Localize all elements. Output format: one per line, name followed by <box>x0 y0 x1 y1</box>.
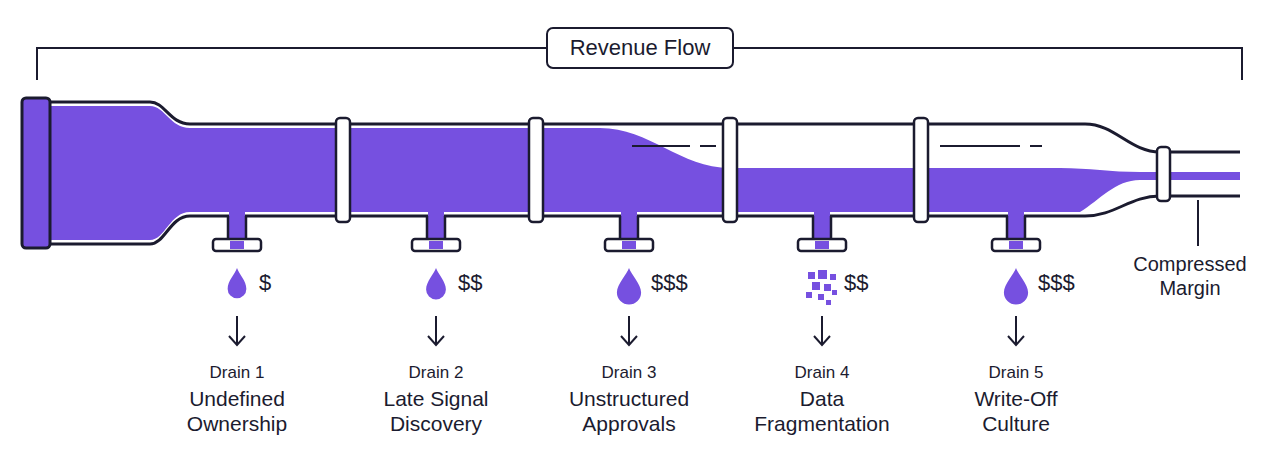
pipe-collar <box>336 118 350 222</box>
data-fragment <box>826 300 831 305</box>
drain-name: Undefined Ownership <box>162 386 312 436</box>
drain-number: Drain 2 <box>409 363 464 383</box>
money-drop <box>228 268 247 298</box>
data-fragment <box>806 292 812 298</box>
data-fragment <box>808 272 815 279</box>
drain-flange <box>992 239 1040 251</box>
pipe-highlight <box>632 145 690 147</box>
leader-line <box>1197 200 1199 246</box>
drain-flange <box>213 239 261 251</box>
drain-number: Drain 4 <box>795 363 850 383</box>
data-fragment <box>830 274 836 280</box>
drain-fluid <box>229 210 245 250</box>
down-arrow <box>814 316 830 345</box>
drain-fluid <box>622 241 636 249</box>
data-fragment <box>832 290 837 295</box>
down-arrow <box>428 316 444 345</box>
pipe-highlight <box>700 145 716 147</box>
money-drop <box>617 268 641 304</box>
drain-name: Late Signal Discovery <box>361 386 511 436</box>
pipe-highlight <box>940 145 1020 147</box>
drain-fluid <box>230 241 244 249</box>
loss-amount: $$$ <box>651 270 688 296</box>
drain-fluid <box>814 210 830 250</box>
down-arrow <box>621 316 637 345</box>
drain-number: Drain 3 <box>602 363 657 383</box>
drain-fluid <box>621 210 637 250</box>
loss-amount: $$ <box>458 270 482 296</box>
drain-stub <box>228 216 246 240</box>
drain-name: Write-Off Culture <box>941 386 1091 436</box>
data-fragment <box>812 282 820 290</box>
drain-fluid <box>1008 210 1024 250</box>
drain-stub <box>1007 216 1025 240</box>
money-drop <box>426 268 446 300</box>
pipe-highlight <box>1222 167 1230 169</box>
drain-name: Unstructured Approvals <box>554 386 704 436</box>
data-fragment <box>818 270 827 279</box>
data-fragment <box>824 284 831 291</box>
drain-fluid <box>428 210 444 250</box>
pipe-collar <box>723 118 737 222</box>
drain-number: Drain 1 <box>210 363 265 383</box>
diagram-title: Revenue Flow <box>546 27 735 69</box>
drain-flange <box>412 239 460 251</box>
drain-fluid <box>429 241 443 249</box>
pipe-highlight <box>1185 167 1215 169</box>
loss-amount: $$ <box>844 270 868 296</box>
pipe-collar <box>914 118 928 222</box>
drain-fluid <box>1009 241 1023 249</box>
drain-flange <box>798 239 846 251</box>
loss-amount: $ <box>259 270 271 296</box>
outcome-label: Compressed Margin <box>1115 252 1265 300</box>
drain-stub <box>427 216 445 240</box>
drain-number: Drain 5 <box>989 363 1044 383</box>
inlet-flange <box>22 98 50 248</box>
drain-flange <box>605 239 653 251</box>
loss-amount: $$$ <box>1038 270 1075 296</box>
drain-stub <box>620 216 638 240</box>
pipe-collar <box>1157 147 1170 201</box>
drain-fluid <box>815 241 829 249</box>
revenue-fluid <box>50 106 1240 240</box>
data-fragment <box>818 294 824 300</box>
pipe-outline <box>50 102 1240 244</box>
down-arrow <box>1008 316 1024 345</box>
money-drop <box>1004 268 1028 305</box>
down-arrow <box>229 316 245 345</box>
drain-name: Data Fragmentation <box>747 386 897 436</box>
drain-stub <box>813 216 831 240</box>
pipe-collar <box>529 118 543 222</box>
pipe-highlight <box>1030 145 1042 147</box>
